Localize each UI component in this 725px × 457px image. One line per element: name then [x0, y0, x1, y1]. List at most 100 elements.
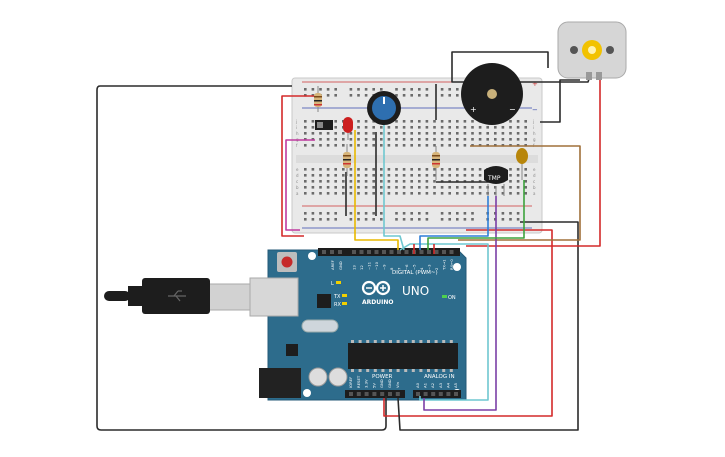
breadboard-hole[interactable] — [402, 168, 406, 171]
rail-hole[interactable] — [372, 212, 375, 215]
breadboard-hole[interactable] — [395, 192, 398, 195]
rail-hole[interactable] — [425, 218, 429, 221]
rail-hole[interactable] — [456, 212, 459, 215]
breadboard-hole[interactable] — [342, 180, 345, 183]
breadboard-hole[interactable] — [501, 192, 505, 195]
breadboard-hole[interactable] — [342, 132, 345, 135]
breadboard-hole[interactable] — [456, 168, 459, 171]
rail-hole[interactable] — [440, 88, 444, 91]
breadboard-hole[interactable] — [425, 174, 429, 177]
breadboard-hole[interactable] — [319, 132, 322, 135]
breadboard-hole[interactable] — [486, 132, 489, 135]
breadboard-hole[interactable] — [448, 126, 451, 129]
breadboard-hole[interactable] — [524, 120, 527, 123]
resistor-sensor[interactable] — [432, 146, 440, 180]
breadboard-hole[interactable] — [304, 180, 307, 183]
breadboard-hole[interactable] — [349, 192, 353, 195]
breadboard-hole[interactable] — [471, 138, 474, 141]
power-pin-sockets[interactable] — [349, 392, 400, 396]
breadboard-hole[interactable] — [372, 168, 375, 171]
digital-pin-socket[interactable] — [397, 250, 401, 254]
breadboard-hole[interactable] — [357, 192, 360, 195]
rail-hole[interactable] — [463, 218, 467, 221]
breadboard-hole[interactable] — [380, 186, 383, 189]
breadboard-hole[interactable] — [380, 174, 383, 177]
rail-hole[interactable] — [319, 218, 322, 221]
breadboard-hole[interactable] — [433, 180, 436, 183]
breadboard-hole[interactable] — [418, 132, 421, 135]
breadboard-hole[interactable] — [319, 144, 322, 147]
breadboard-hole[interactable] — [463, 144, 467, 147]
breadboard-hole[interactable] — [471, 186, 474, 189]
breadboard-hole[interactable] — [380, 126, 383, 129]
breadboard-hole[interactable] — [326, 138, 330, 141]
breadboard-hole[interactable] — [418, 138, 421, 141]
rail-hole[interactable] — [311, 88, 315, 91]
breadboard-hole[interactable] — [402, 120, 406, 123]
breadboard-hole[interactable] — [357, 186, 360, 189]
rail-hole[interactable] — [471, 218, 474, 221]
breadboard-hole[interactable] — [478, 138, 482, 141]
breadboard-hole[interactable] — [418, 168, 421, 171]
breadboard-hole[interactable] — [402, 138, 406, 141]
breadboard-hole[interactable] — [425, 132, 429, 135]
breadboard-hole[interactable] — [433, 168, 436, 171]
rail-hole[interactable] — [334, 94, 337, 97]
breadboard-hole[interactable] — [311, 180, 315, 183]
breadboard-hole[interactable] — [402, 126, 406, 129]
rail-hole[interactable] — [418, 212, 421, 215]
breadboard-hole[interactable] — [387, 138, 391, 141]
breadboard-hole[interactable] — [380, 144, 383, 147]
breadboard-hole[interactable] — [311, 132, 315, 135]
breadboard-hole[interactable] — [509, 186, 512, 189]
breadboard-hole[interactable] — [410, 120, 413, 123]
breadboard-hole[interactable] — [516, 186, 520, 189]
breadboard-hole[interactable] — [448, 174, 451, 177]
slide-switch[interactable] — [315, 120, 333, 130]
breadboard-hole[interactable] — [402, 186, 406, 189]
breadboard-hole[interactable] — [418, 174, 421, 177]
breadboard-hole[interactable] — [440, 126, 444, 129]
breadboard-hole[interactable] — [364, 192, 368, 195]
breadboard-hole[interactable] — [425, 186, 429, 189]
rail-hole[interactable] — [349, 88, 353, 91]
breadboard-hole[interactable] — [311, 144, 315, 147]
breadboard-hole[interactable] — [516, 192, 520, 195]
rail-hole[interactable] — [304, 212, 307, 215]
rail-hole[interactable] — [364, 218, 368, 221]
breadboard-hole[interactable] — [509, 132, 512, 135]
breadboard-hole[interactable] — [410, 144, 413, 147]
rail-hole[interactable] — [319, 212, 322, 215]
breadboard-hole[interactable] — [364, 132, 368, 135]
breadboard-hole[interactable] — [478, 186, 482, 189]
breadboard-hole[interactable] — [509, 180, 512, 183]
breadboard-hole[interactable] — [433, 120, 436, 123]
rail-hole[interactable] — [501, 212, 505, 215]
digital-pin-socket[interactable] — [382, 250, 386, 254]
breadboard-hole[interactable] — [516, 168, 520, 171]
breadboard-hole[interactable] — [478, 132, 482, 135]
breadboard-hole[interactable] — [304, 126, 307, 129]
breadboard-hole[interactable] — [380, 180, 383, 183]
breadboard-hole[interactable] — [402, 192, 406, 195]
breadboard-hole[interactable] — [395, 132, 398, 135]
rail-hole[interactable] — [418, 218, 421, 221]
breadboard-hole[interactable] — [319, 180, 322, 183]
breadboard-hole[interactable] — [433, 138, 436, 141]
breadboard-hole[interactable] — [440, 186, 444, 189]
breadboard-hole[interactable] — [471, 192, 474, 195]
breadboard-hole[interactable] — [524, 180, 527, 183]
digital-pin-socket[interactable] — [338, 250, 342, 254]
breadboard-hole[interactable] — [440, 192, 444, 195]
breadboard-hole[interactable] — [410, 174, 413, 177]
rail-hole[interactable] — [440, 94, 444, 97]
breadboard-hole[interactable] — [387, 144, 391, 147]
rail-hole[interactable] — [402, 94, 406, 97]
rail-hole[interactable] — [326, 218, 330, 221]
breadboard-hole[interactable] — [440, 168, 444, 171]
breadboard-hole[interactable] — [433, 174, 436, 177]
rail-hole[interactable] — [349, 212, 353, 215]
breadboard-hole[interactable] — [311, 192, 315, 195]
breadboard-hole[interactable] — [501, 132, 505, 135]
rail-hole[interactable] — [456, 218, 459, 221]
